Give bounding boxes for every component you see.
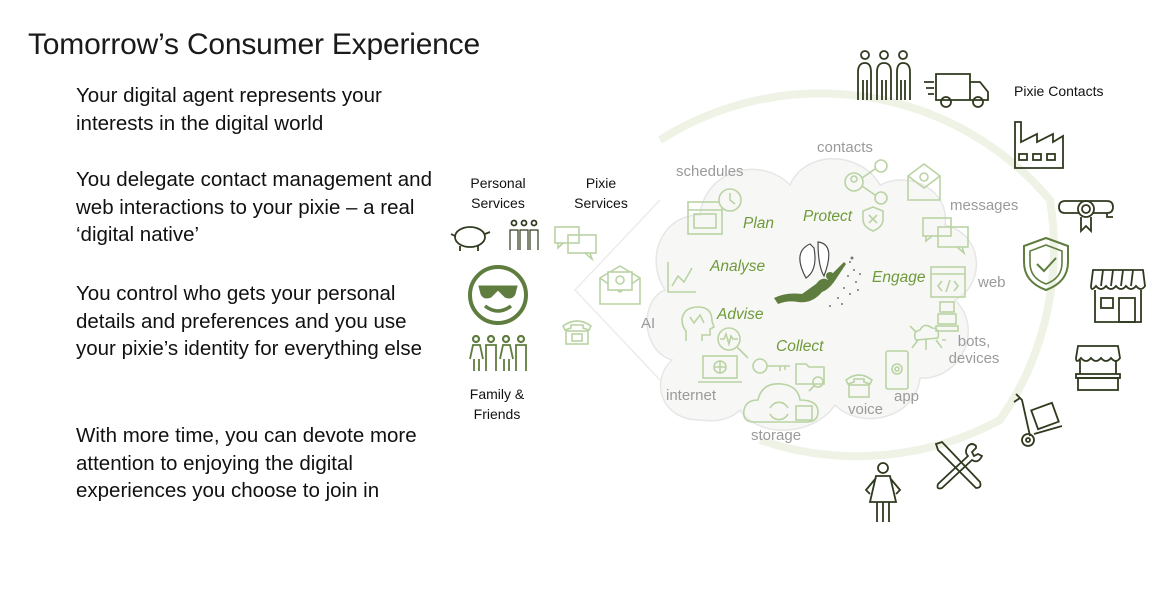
paragraph-more-time: With more time, you can devote more atte… (76, 424, 417, 502)
woman-icon (864, 462, 902, 522)
laptop-globe-icon (698, 355, 742, 383)
chat-bubbles-icon-messages (922, 217, 969, 256)
label-voice: voice (848, 401, 884, 418)
email-icon-contacts (907, 163, 941, 201)
label-storage: storage (751, 427, 802, 444)
group-icon-contacts (857, 50, 911, 100)
cloud-network-icon (909, 324, 946, 350)
fairy-icon (774, 241, 861, 307)
label-personal-services: Personal Services (470, 175, 526, 211)
store-icon (1090, 269, 1146, 323)
search-pulse-icon (717, 327, 749, 359)
label-pixie-contacts: Pixie Contacts (1014, 83, 1104, 99)
chat-bubbles-icon-pixie (554, 226, 597, 262)
paragraph-digital-agent: Your digital agent represents your inter… (76, 84, 382, 135)
verb-advise: Advise (717, 306, 764, 323)
factory-icon (1014, 121, 1064, 169)
shield-check-icon (1023, 236, 1069, 292)
label-contacts: contacts (817, 139, 873, 156)
paragraph-delegate: You delegate contact management and web … (76, 168, 432, 246)
label-messages: messages (950, 197, 1019, 214)
group-icon-personal (509, 219, 539, 250)
contact-network-icon (844, 159, 888, 205)
market-stall-icon (1075, 345, 1121, 391)
piggy-bank-icon (450, 226, 491, 251)
label-ai: AI (641, 315, 656, 332)
shield-x-icon (862, 206, 884, 232)
calendar-clock-icon (687, 188, 742, 235)
code-window-icon (930, 266, 966, 298)
verb-engage: Engage (872, 269, 926, 286)
family-icon (469, 334, 527, 371)
label-web: web (978, 274, 1006, 291)
chart-icon (667, 262, 696, 293)
smiley-sunglasses-icon (468, 265, 528, 325)
smartphone-icon (885, 350, 909, 390)
label-family-friends: Family & Friends (469, 386, 525, 422)
email-icon-pixie (599, 265, 641, 305)
label-internet: internet (666, 387, 717, 404)
phone-icon-voice (844, 374, 874, 398)
key-icon (752, 358, 790, 374)
brain-icon (681, 306, 715, 341)
label-bots-devices: bots, devices (948, 333, 1000, 367)
cloud-sync-icon (742, 383, 819, 423)
paragraph-control: You control who gets your personal detai… (76, 282, 423, 360)
outer-arc (657, 89, 1058, 461)
slide-title: Tomorrow’s Consumer Experience (28, 28, 480, 61)
label-pixie-services: Pixie Services (574, 175, 628, 211)
chevron-shape (573, 199, 661, 381)
label-app: app (894, 388, 920, 405)
folder-search-icon (795, 363, 825, 392)
verb-protect: Protect (803, 208, 853, 225)
verb-collect: Collect (776, 338, 824, 355)
tools-icon (934, 440, 984, 490)
truck-icon (924, 73, 989, 108)
phone-icon-pixie (561, 320, 593, 345)
label-schedules: schedules (676, 163, 744, 180)
certificate-icon (1058, 200, 1114, 234)
verb-analyse: Analyse (710, 258, 766, 275)
verb-plan: Plan (743, 215, 775, 232)
hand-truck-icon (1013, 393, 1063, 447)
